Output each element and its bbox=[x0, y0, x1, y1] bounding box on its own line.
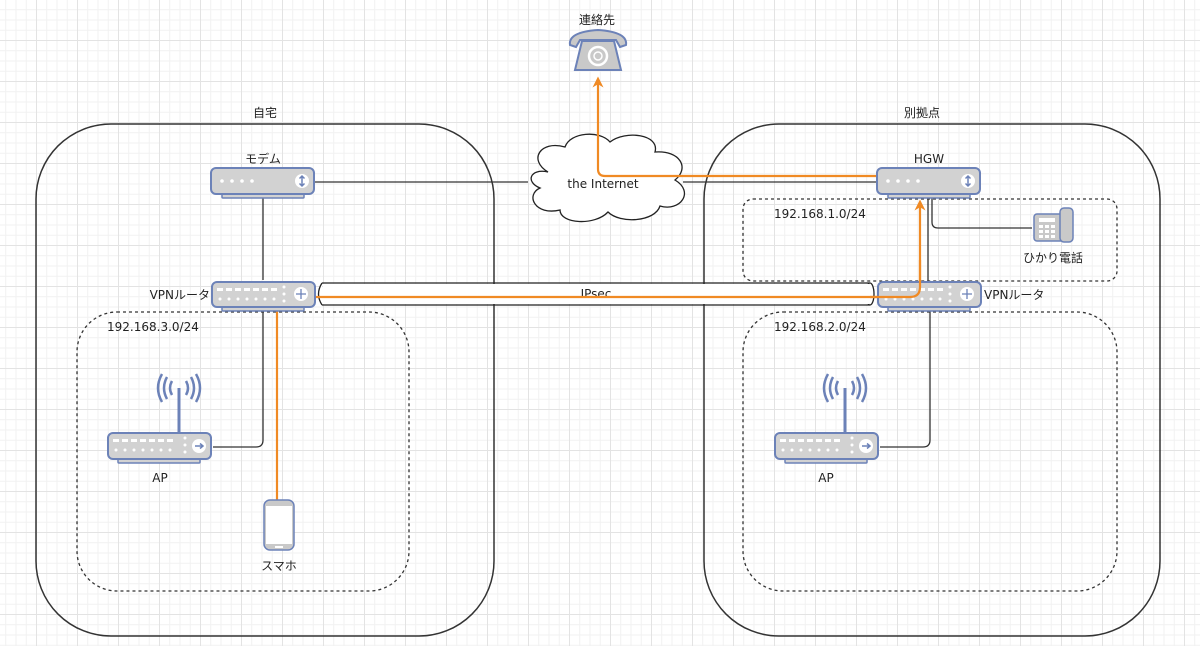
hgw-modem-icon bbox=[876, 167, 981, 199]
cloud-icon bbox=[530, 133, 686, 223]
branch-vpn-label: VPNルータ bbox=[984, 288, 1044, 302]
hikari-phone-label: ひかり電話 bbox=[1023, 250, 1083, 265]
subnet-home-lan-label: 192.168.3.0/24 bbox=[107, 320, 199, 334]
ipsec-label: IPsec bbox=[581, 287, 612, 301]
link-vpn-ap-branch bbox=[880, 309, 931, 448]
node-hgw[interactable]: HGW bbox=[876, 152, 981, 199]
zone-home[interactable]: 自宅 bbox=[35, 105, 495, 637]
node-hikari-phone[interactable]: ひかり電話 bbox=[1023, 207, 1083, 265]
smartphone-label: スマホ bbox=[261, 559, 297, 573]
smartphone-icon bbox=[263, 499, 295, 551]
zone-home-label: 自宅 bbox=[253, 105, 277, 120]
home-ap-label: AP bbox=[152, 471, 167, 485]
branch-router-icon bbox=[877, 281, 982, 312]
zone-branch-label: 別拠点 bbox=[904, 106, 940, 120]
router-icon bbox=[211, 281, 316, 312]
link-hgw-phone bbox=[931, 197, 1032, 229]
subnet-branch-lan-label: 192.168.2.0/24 bbox=[774, 320, 866, 334]
node-branch-vpn-router[interactable]: VPNルータ bbox=[877, 281, 1044, 312]
link-vpn-ap-home bbox=[213, 309, 264, 448]
wireless-ap-icon bbox=[107, 373, 212, 464]
contact-label: 連絡先 bbox=[579, 12, 615, 27]
internet-label: the Internet bbox=[567, 177, 638, 191]
links bbox=[213, 181, 1032, 448]
internet-cloud[interactable]: the Internet bbox=[530, 133, 686, 223]
node-contact[interactable]: 連絡先 bbox=[568, 12, 628, 71]
modem-icon bbox=[210, 167, 315, 199]
branch-wireless-ap-icon bbox=[774, 373, 879, 464]
hgw-label: HGW bbox=[914, 152, 944, 166]
ip-phone-icon bbox=[1033, 207, 1074, 243]
highlight-path-overlay bbox=[870, 260, 922, 299]
subnet-branch-hgw-lan-label: 192.168.1.0/24 bbox=[774, 207, 866, 221]
telephone-icon bbox=[568, 28, 628, 71]
node-home-vpn-router[interactable]: VPNルータ bbox=[150, 281, 316, 312]
node-smartphone[interactable]: スマホ bbox=[261, 499, 297, 573]
modem-label: モデム bbox=[245, 151, 281, 166]
branch-ap-label: AP bbox=[818, 471, 833, 485]
subnet-home-lan[interactable]: 192.168.3.0/24 bbox=[76, 311, 410, 592]
node-modem[interactable]: モデム bbox=[210, 151, 315, 199]
ipsec-tunnel[interactable]: IPsec bbox=[317, 282, 875, 306]
node-home-ap[interactable]: AP bbox=[107, 373, 212, 485]
node-branch-ap[interactable]: AP bbox=[774, 373, 879, 485]
home-vpn-label: VPNルータ bbox=[150, 288, 210, 302]
zone-branch[interactable]: 別拠点 bbox=[703, 106, 1161, 637]
